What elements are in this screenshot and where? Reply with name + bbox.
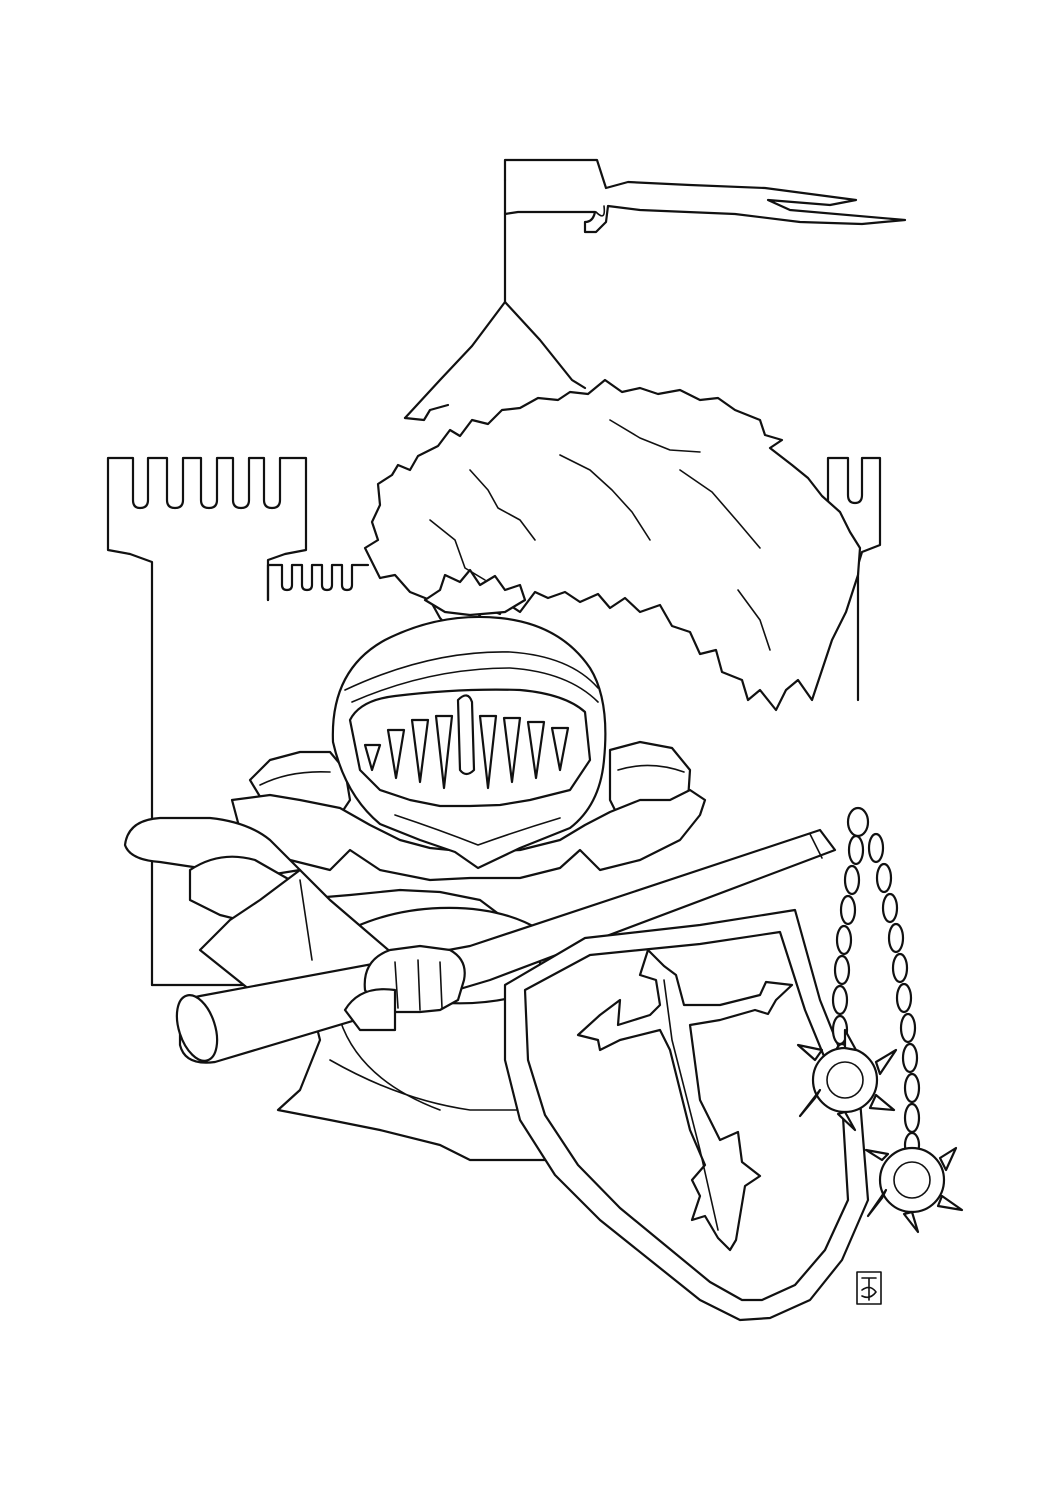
helmet-eye-slot bbox=[456, 694, 476, 776]
castle-left-battlement bbox=[106, 456, 308, 987]
artist-monogram bbox=[856, 1271, 882, 1305]
knight-helmet bbox=[331, 568, 607, 870]
castle-right-battlement bbox=[826, 456, 882, 702]
spiked-ball bbox=[864, 1146, 964, 1234]
flail bbox=[796, 806, 964, 1234]
helmet-crest-tuft bbox=[423, 568, 527, 617]
spiked-ball bbox=[796, 1028, 898, 1132]
castle-inner-battlement bbox=[266, 563, 370, 602]
pennant-flag bbox=[503, 158, 907, 304]
helmet-brow-band bbox=[344, 651, 599, 691]
heater-shield bbox=[503, 908, 870, 1322]
plume bbox=[363, 378, 862, 712]
cross-emblem bbox=[576, 948, 794, 1252]
flag-cloth bbox=[503, 158, 907, 234]
shield-inner bbox=[523, 930, 850, 1302]
battle-axe bbox=[123, 816, 837, 1064]
